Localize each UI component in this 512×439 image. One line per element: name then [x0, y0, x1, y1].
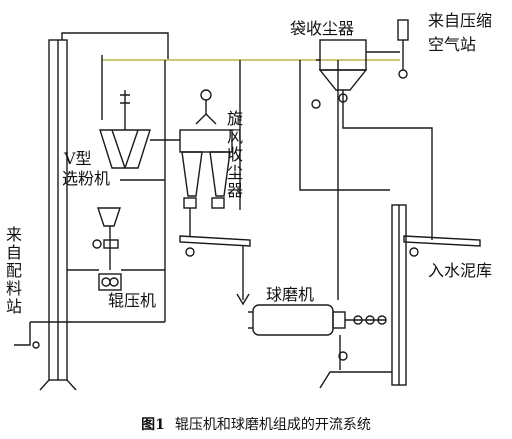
roller-press — [30, 60, 166, 323]
roller-press-label: 辊压机 — [108, 291, 157, 310]
return-lines — [299, 60, 433, 300]
from-compressor-label-1: 来自压缩 — [428, 11, 493, 30]
ball-mill-label: 球磨机 — [266, 285, 315, 304]
cyclone-label: 旋风收尘器 — [226, 109, 243, 200]
feed-from-batching-line — [14, 322, 40, 349]
bag-filter — [311, 19, 409, 110]
air-slide-cyclone — [179, 208, 251, 257]
v-separator-label-1: V型 — [64, 149, 92, 168]
from-compressor-label-2: 空气站 — [428, 35, 477, 54]
cyclone-collectors — [179, 60, 241, 210]
v-separator-label-2: 选粉机 — [62, 169, 111, 188]
bucket-elevator-left — [39, 39, 77, 391]
to-cement-silo-label: 入水泥库 — [428, 261, 493, 280]
figure-number: 图1 — [141, 417, 165, 433]
from-batching-label: 来自配料站 — [5, 225, 22, 316]
air-slide-to-silo — [403, 235, 481, 257]
figure-caption: 图1 辊压机和球磨机组成的开流系统 — [0, 414, 512, 434]
bucket-elevator-right — [391, 204, 407, 386]
figure-caption-text: 辊压机和球磨机组成的开流系统 — [174, 417, 371, 433]
bag-filter-label: 袋收尘器 — [290, 19, 355, 38]
ball-mill — [236, 246, 392, 389]
main-air-duct — [61, 32, 400, 120]
v-separator — [99, 90, 180, 169]
